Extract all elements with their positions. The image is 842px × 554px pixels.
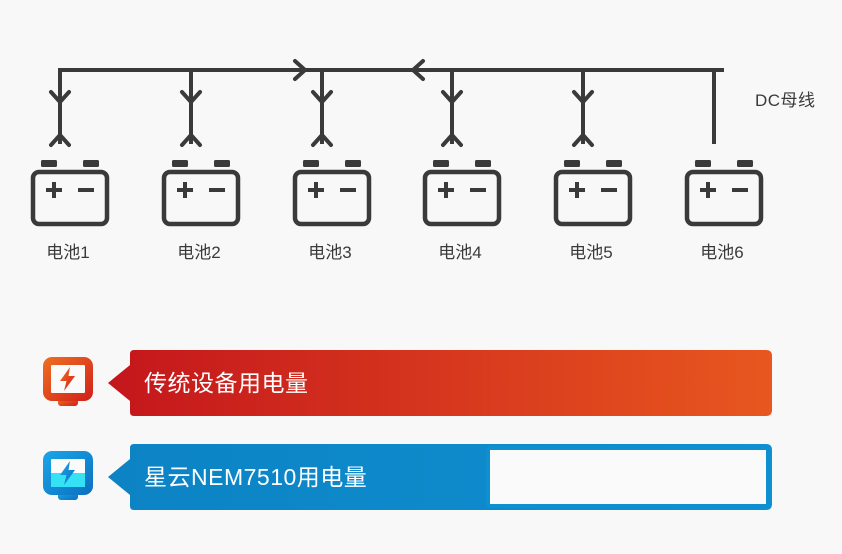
battery-body-4 [422, 169, 502, 227]
battery-label-4: 电池4 [438, 243, 482, 262]
battery-terminal-pos-1 [83, 160, 99, 167]
battery-icon-4 [422, 160, 502, 227]
discharge-arrow-5 [572, 90, 594, 104]
battery-terminal-neg-1 [41, 160, 57, 167]
battery-terminal-neg-4 [433, 160, 449, 167]
device-power-icon-red [40, 354, 96, 412]
battery-label-3: 电池3 [308, 243, 352, 262]
bus-diagram-svg [30, 59, 764, 227]
battery-body-6 [684, 169, 764, 227]
battery-terminal-pos-5 [606, 160, 622, 167]
battery-body-2 [161, 169, 241, 227]
battery-terminal-pos-6 [737, 160, 753, 167]
battery-terminal-pos-4 [475, 160, 491, 167]
comparison-row-nebula: 星云NEM7510用电量 [0, 440, 842, 516]
bar-label-nebula: 星云NEM7510用电量 [144, 464, 368, 490]
battery-label-5: 电池5 [569, 243, 613, 262]
dc-bus-diagram: DC母线 电池1 电池2 电池3 电池4 电池5 电池6 [30, 59, 816, 262]
bar-traditional [108, 350, 788, 416]
discharge-arrow-1 [49, 90, 71, 104]
charge-arrow-1 [49, 133, 71, 147]
battery-body-1 [30, 169, 110, 227]
bus-flow-arrow-1 [293, 59, 307, 81]
bar-label-traditional: 传统设备用电量 [144, 370, 309, 396]
discharge-arrow-3 [311, 90, 333, 104]
dc-bus-label: DC母线 [755, 91, 816, 110]
discharge-arrow-2 [180, 90, 202, 104]
battery-label-6: 电池6 [700, 243, 744, 262]
battery-icon-1 [30, 160, 110, 227]
battery-terminal-neg-5 [564, 160, 580, 167]
discharge-arrow-4 [441, 90, 463, 104]
charge-arrow-2 [180, 133, 202, 147]
battery-label-2: 电池2 [177, 243, 221, 262]
battery-body-5 [553, 169, 633, 227]
battery-terminal-neg-6 [695, 160, 711, 167]
bus-flow-arrow-2 [411, 59, 425, 81]
power-comparison-chart: 传统设备用电量 [0, 330, 842, 540]
comparison-row-traditional: 传统设备用电量 [0, 346, 842, 422]
charge-arrow-3 [311, 133, 333, 147]
battery-label-1: 电池1 [46, 243, 90, 262]
battery-terminal-neg-3 [303, 160, 319, 167]
battery-terminal-pos-3 [345, 160, 361, 167]
charge-arrow-5 [572, 133, 594, 147]
battery-icon-5 [553, 160, 633, 227]
charge-arrow-4 [441, 133, 463, 147]
bar-nebula [108, 444, 788, 510]
battery-icon-2 [161, 160, 241, 227]
battery-icon-3 [292, 160, 372, 227]
device-power-icon-blue [40, 448, 96, 506]
battery-terminal-neg-2 [172, 160, 188, 167]
battery-icon-6 [684, 160, 764, 227]
battery-body-3 [292, 169, 372, 227]
battery-terminal-pos-2 [214, 160, 230, 167]
